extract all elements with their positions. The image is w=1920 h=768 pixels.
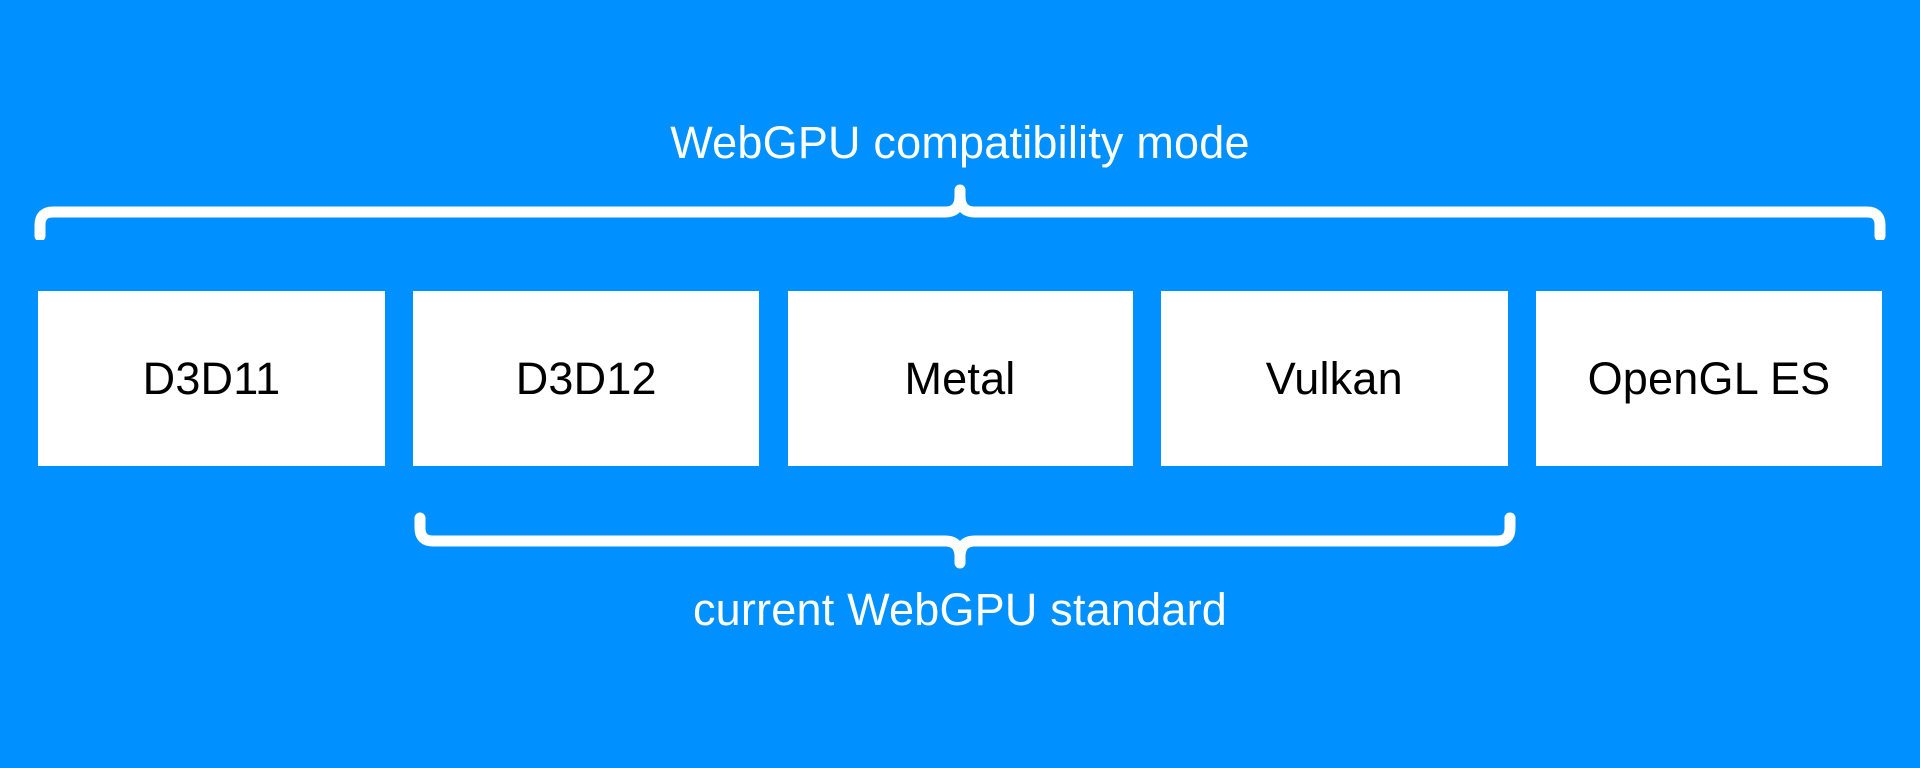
api-box-label: Metal (904, 352, 1016, 404)
api-box-label: D3D12 (515, 352, 657, 404)
api-box-label: D3D11 (142, 352, 281, 404)
api-box-opengl-es[interactable]: OpenGL ES (1536, 291, 1882, 466)
api-box-vulkan[interactable]: Vulkan (1160, 291, 1508, 466)
top-bracket-brace-icon (34, 184, 1886, 240)
api-box-d3d12[interactable]: D3D12 (413, 291, 760, 466)
api-box-d3d11[interactable]: D3D11 (38, 291, 385, 466)
api-box-label: Vulkan (1265, 352, 1403, 404)
bottom-bracket-label: current WebGPU standard (692, 584, 1227, 635)
top-bracket-label: WebGPU compatibility mode (670, 117, 1250, 168)
api-box-metal[interactable]: Metal (787, 291, 1133, 466)
api-box-label: OpenGL ES (1587, 352, 1831, 404)
api-box-row: D3D11 D3D12 Metal Vulkan OpenGL ES (38, 291, 1882, 466)
bottom-bracket-brace-icon (414, 512, 1516, 569)
